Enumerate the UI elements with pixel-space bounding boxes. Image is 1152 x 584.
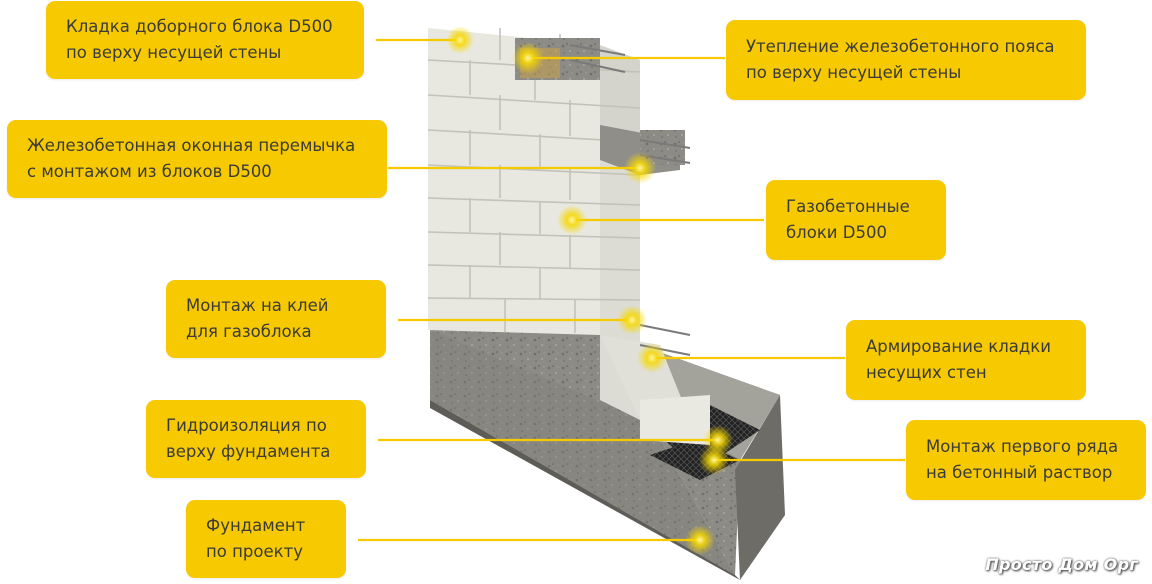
label-foundation-line2: по проекту <box>206 542 303 561</box>
label-lintel-line2: с монтажом из блоков D500 <box>27 162 272 181</box>
block-wall <box>427 28 710 445</box>
label-first-row-line2: на бетонный раствор <box>926 463 1113 482</box>
glow-markers <box>446 26 733 555</box>
label-lintel-line1: Железобетонная оконная перемычка <box>27 136 356 155</box>
label-foundation: Фундамент по проекту <box>186 500 346 578</box>
label-waterproofing-line1: Гидроизоляция по <box>166 416 327 435</box>
label-reinforcement-line2: несущих стен <box>866 363 987 382</box>
label-insulation: Утепление железобетонного пояса по верху… <box>726 20 1086 100</box>
label-blocks: Газобетонные блоки D500 <box>766 180 946 260</box>
label-reinforcement: Армирование кладки несущих стен <box>846 320 1086 400</box>
connector-lines <box>358 38 905 542</box>
label-foundation-line1: Фундамент <box>206 516 306 535</box>
label-glue: Монтаж на клей для газоблока <box>166 280 386 358</box>
label-blocks-line1: Газобетонные <box>786 197 910 216</box>
label-glue-line1: Монтаж на клей <box>186 296 329 315</box>
label-top-left-line1: Кладка доборного блока D500 <box>66 17 333 36</box>
label-reinforcement-line1: Армирование кладки <box>866 337 1051 356</box>
label-first-row-line1: Монтаж первого ряда <box>926 437 1119 456</box>
label-insulation-line1: Утепление железобетонного пояса <box>746 37 1055 56</box>
watermark: Просто Дом Орг <box>985 555 1138 574</box>
label-waterproofing: Гидроизоляция по верху фундамента <box>146 400 366 478</box>
label-blocks-line2: блоки D500 <box>786 223 887 242</box>
label-first-row: Монтаж первого ряда на бетонный раствор <box>906 420 1146 500</box>
label-top-left-line2: по верху несущей стены <box>66 43 282 62</box>
label-lintel: Железобетонная оконная перемычка с монта… <box>7 120 387 198</box>
label-top-left: Кладка доборного блока D500 по верху нес… <box>46 1 364 79</box>
label-glue-line2: для газоблока <box>186 322 312 341</box>
label-waterproofing-line2: верху фундамента <box>166 442 331 461</box>
label-insulation-line2: по верху несущей стены <box>746 63 962 82</box>
